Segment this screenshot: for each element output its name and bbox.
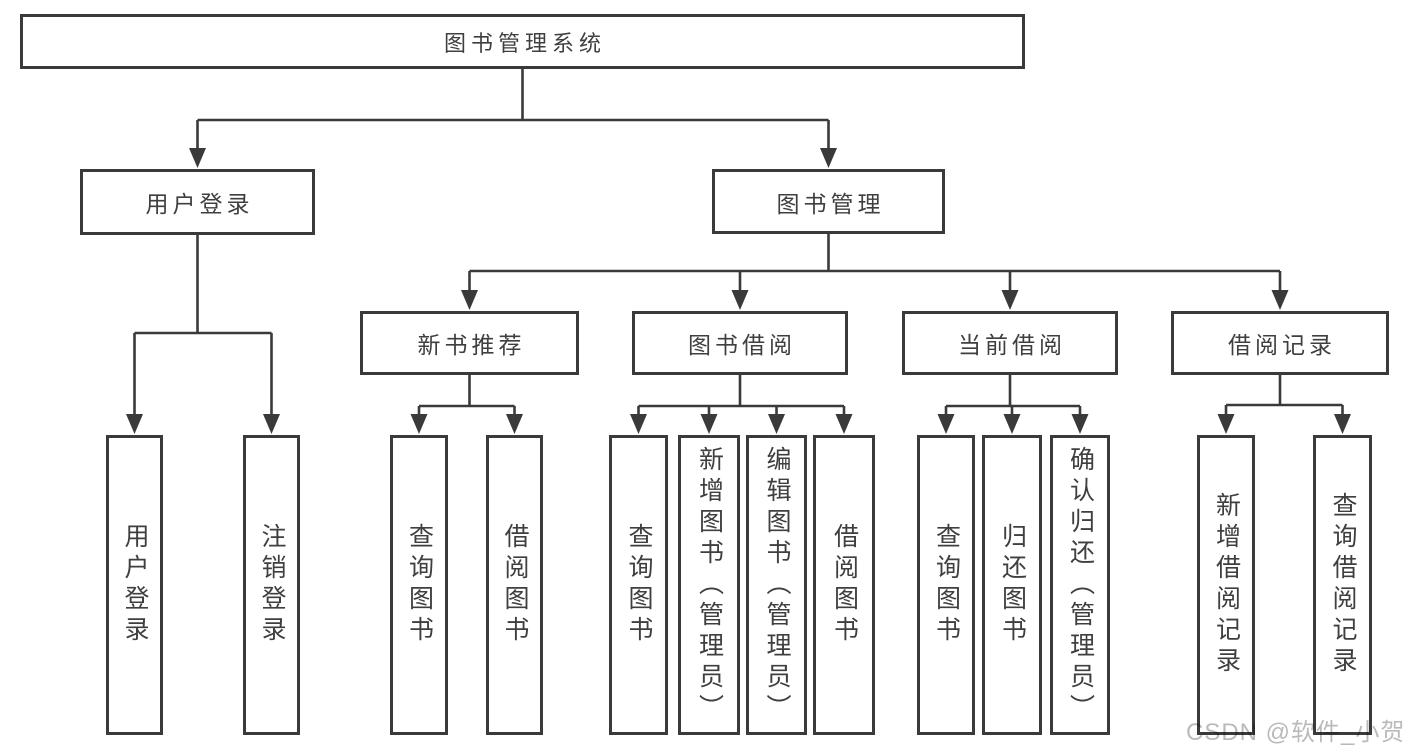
node-label: 用户登录: [145, 191, 254, 217]
node-new-book-recommend: 新书推荐: [360, 311, 579, 375]
leaf-query-books-recommend: 查询图书: [390, 435, 448, 735]
node-label: 注销登录: [258, 523, 286, 647]
node-book-borrow: 图书借阅: [632, 311, 848, 375]
node-library-management-system: 图书管理系统: [20, 14, 1025, 69]
node-label: 借阅图书: [830, 523, 859, 647]
leaf-add-books-admin: 新增图书（管理员）: [678, 435, 740, 735]
leaf-query-books-current: 查询图书: [917, 435, 975, 735]
node-label: 新增图书（管理员）: [695, 445, 724, 725]
node-label: 查询图书: [405, 523, 434, 647]
csdn-watermark: CSDN @软件_小贺同学: [1186, 719, 1405, 746]
leaf-borrow-books-recommend: 借阅图书: [486, 435, 543, 735]
node-label: 用户登录: [121, 523, 149, 647]
node-current-borrow: 当前借阅: [902, 311, 1118, 375]
node-book-management: 图书管理: [712, 169, 945, 234]
node-label: 新书推荐: [417, 332, 526, 358]
leaf-add-borrow-record: 新增借阅记录: [1197, 435, 1255, 735]
leaf-query-books-borrow: 查询图书: [609, 435, 668, 735]
node-label: 查询图书: [932, 523, 961, 647]
leaf-logout: 注销登录: [243, 435, 300, 735]
node-label: 新增借阅记录: [1212, 492, 1241, 678]
leaf-borrow-books: 借阅图书: [813, 435, 875, 735]
node-label: 查询借阅记录: [1329, 492, 1357, 678]
node-label: 编辑图书（管理员）: [763, 445, 791, 725]
leaf-return-books: 归还图书: [982, 435, 1042, 735]
node-label: 确认归还（管理员）: [1066, 445, 1095, 725]
node-label: 归还图书: [998, 523, 1027, 647]
node-label: 当前借阅: [958, 332, 1066, 358]
node-borrow-records: 借阅记录: [1171, 311, 1389, 375]
node-label: 借阅记录: [1228, 332, 1336, 358]
node-label: 图书借阅: [688, 332, 796, 358]
leaf-edit-books-admin: 编辑图书（管理员）: [746, 435, 807, 735]
node-label: 借阅图书: [501, 523, 529, 647]
leaf-confirm-return-admin: 确认归还（管理员）: [1050, 435, 1110, 735]
node-label: 图书管理系统: [443, 30, 606, 56]
node-label: 查询图书: [625, 523, 653, 647]
leaf-query-borrow-record: 查询借阅记录: [1313, 435, 1372, 735]
leaf-user-login: 用户登录: [106, 435, 163, 735]
node-label: 图书管理: [776, 190, 885, 217]
node-user-login: 用户登录: [80, 169, 315, 235]
